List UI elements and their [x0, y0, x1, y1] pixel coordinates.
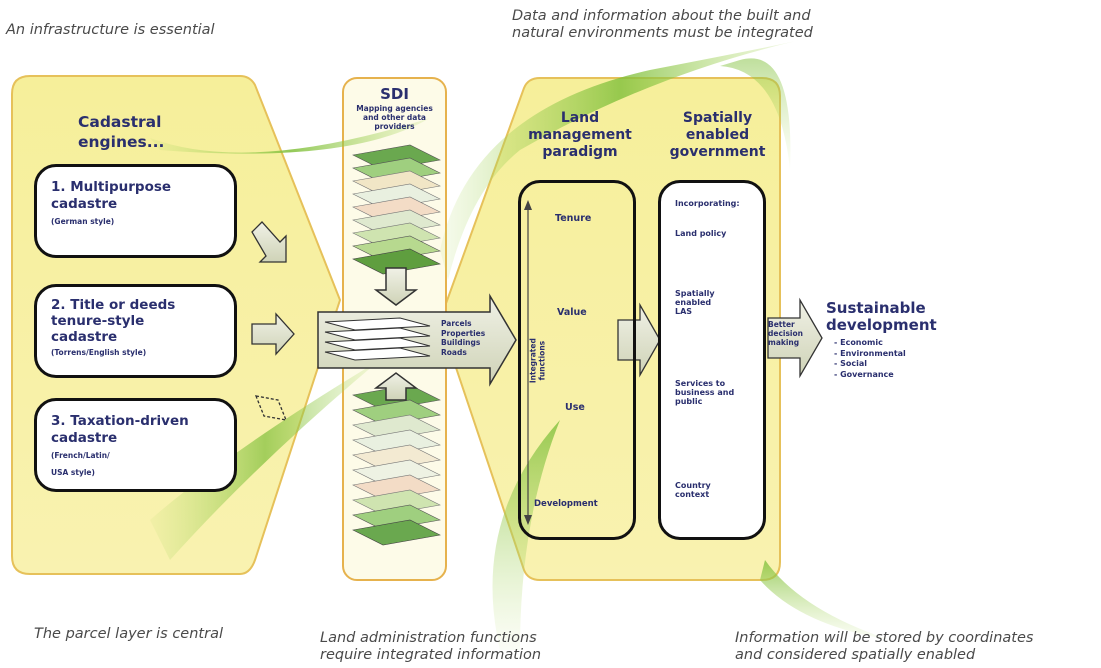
sdi-title: SDI	[380, 85, 409, 103]
land-management-title-line: Land	[560, 110, 600, 126]
spatially-enabled-title-line: government	[669, 144, 766, 160]
caption-line: and considered spatially enabled	[735, 647, 976, 663]
multipurpose-title-line2: cadastre	[51, 196, 118, 212]
arrow-from-title	[251, 312, 295, 356]
arrow-to-sustainable	[767, 297, 823, 379]
multipurpose-subtitle: (German style)	[51, 217, 115, 226]
sustainable-title-line: development	[826, 316, 937, 334]
taxation-number: 3.	[51, 413, 66, 429]
cadastral-title: Cadastral engines...	[78, 112, 164, 152]
spatially-enabled-box: Incorporating: Land policy Spatially ena…	[658, 180, 766, 540]
better-decision-label: Better decision making	[768, 320, 803, 347]
arrow-land-to-government	[617, 302, 661, 378]
central-arrow-label: Buildings	[441, 338, 481, 347]
down-arrow	[373, 267, 419, 306]
taxation-subtitle-line2: USA style)	[51, 468, 95, 477]
caption-line: Information will be stored by coordinate…	[735, 630, 1034, 646]
government-item-incorporating: Incorporating:	[675, 199, 740, 208]
land-function-use: Use	[565, 402, 585, 413]
sdi-layer-stack-top	[352, 144, 441, 275]
title-deeds-title-text: Title or deeds	[70, 297, 176, 313]
cadastral-title-line: engines...	[78, 133, 165, 151]
green-swoosh	[150, 118, 430, 154]
sustainable-title: Sustainable development	[826, 300, 937, 334]
land-management-box	[518, 180, 636, 540]
caption-coordinates: Information will be stored by coordinate…	[735, 630, 1033, 664]
government-item-services: Services to business and public	[675, 379, 735, 407]
central-arrow-labels: Parcels Properties Buildings Roads	[441, 319, 485, 357]
title-deeds-title-line2: tenure-style	[51, 313, 145, 329]
land-function-development: Development	[534, 499, 598, 509]
caption-line: require integrated information	[320, 647, 542, 663]
title-deeds-title-line3: cadastre	[51, 329, 118, 345]
title-deeds-number: 2.	[51, 297, 66, 313]
sdi-subtitle-line: Mapping agencies	[356, 104, 433, 113]
arrow-from-multipurpose	[251, 221, 287, 263]
sustainable-item: - Social	[834, 359, 867, 368]
caption-data-integration: Data and information about the built and…	[512, 8, 813, 42]
title-deeds-title-line1: 2. Title or deeds	[51, 297, 175, 313]
sdi-layer-stack-bottom	[352, 384, 441, 546]
land-management-title: Land management paradigm	[515, 110, 645, 161]
spatially-enabled-title-line: Spatially	[682, 110, 753, 126]
taxation-title-line1: 3. Taxation-driven	[51, 413, 189, 430]
multipurpose-number: 1.	[51, 179, 66, 195]
up-arrow	[373, 372, 419, 401]
green-swoosh	[760, 560, 890, 640]
land-function-tenure: Tenure	[555, 213, 592, 224]
spatially-enabled-title-line: enabled	[685, 127, 750, 143]
layer-icon	[324, 317, 431, 361]
sdi-subtitle: Mapping agencies and other data provider…	[343, 104, 446, 131]
caption-line: natural environments must be integrated	[512, 25, 813, 41]
central-arrow-label: Roads	[441, 347, 467, 357]
land-management-title-line: paradigm	[542, 144, 618, 160]
green-swoosh	[720, 58, 791, 171]
taxation-title-line2: cadastre	[51, 430, 118, 446]
sustainable-item: - Environmental	[834, 348, 906, 358]
land-management-title-line: management	[528, 127, 632, 143]
central-arrow-label: Parcels	[441, 319, 472, 328]
title-deeds-cadastre-box: 2. Title or deeds tenure-style cadastre …	[34, 284, 237, 378]
central-arrow-label: Properties	[441, 328, 486, 338]
multipurpose-title-text: Multipurpose	[70, 179, 172, 195]
caption-parcel-layer: The parcel layer is central	[34, 626, 223, 642]
green-swoosh	[440, 40, 800, 280]
government-item-spatially-enabled-las: Spatially enabled LAS	[675, 289, 715, 317]
taxation-title-text: Taxation-driven	[70, 413, 189, 429]
land-function-value: Value	[557, 307, 587, 318]
multipurpose-title-line1: 1. Multipurpose	[51, 179, 171, 196]
sustainable-title-line: Sustainable	[826, 299, 926, 317]
government-item-country-context: Country context	[675, 481, 711, 500]
taxation-subtitle-line1: (French/Latin/	[51, 451, 110, 460]
spatially-enabled-title: Spatially enabled government	[655, 110, 780, 161]
caption-land-admin-functions: Land administration functions require in…	[320, 630, 541, 664]
sustainable-item: - Economic	[834, 338, 883, 347]
title-deeds-title: 2. Title or deeds tenure-style cadastre …	[51, 297, 175, 361]
central-arrow	[317, 293, 517, 387]
taxation-cadastre-box: 3. Taxation-driven cadastre (French/Lati…	[34, 398, 237, 492]
taxation-title: 3. Taxation-driven cadastre (French/Lati…	[51, 413, 189, 481]
multipurpose-cadastre-box: 1. Multipurpose cadastre (German style)	[34, 164, 237, 258]
sdi-subtitle-line: providers	[374, 122, 415, 131]
caption-line: Land administration functions	[320, 630, 537, 646]
sustainable-item: - Governance	[834, 369, 894, 379]
title-deeds-subtitle: (Torrens/English style)	[51, 348, 147, 357]
government-item-land-policy: Land policy	[675, 229, 727, 238]
sustainable-items: - Economic - Environmental - Social - Go…	[834, 338, 906, 380]
sdi-subtitle-line: and other data	[363, 113, 426, 122]
caption-infrastructure: An infrastructure is essential	[6, 22, 215, 38]
integrated-functions-label: Integrated functions	[528, 338, 546, 384]
cadastral-title-line: Cadastral	[78, 113, 162, 131]
green-swoosh	[150, 360, 380, 560]
multipurpose-title: 1. Multipurpose cadastre (German style)	[51, 179, 171, 230]
caption-line: Data and information about the built and	[512, 8, 811, 24]
